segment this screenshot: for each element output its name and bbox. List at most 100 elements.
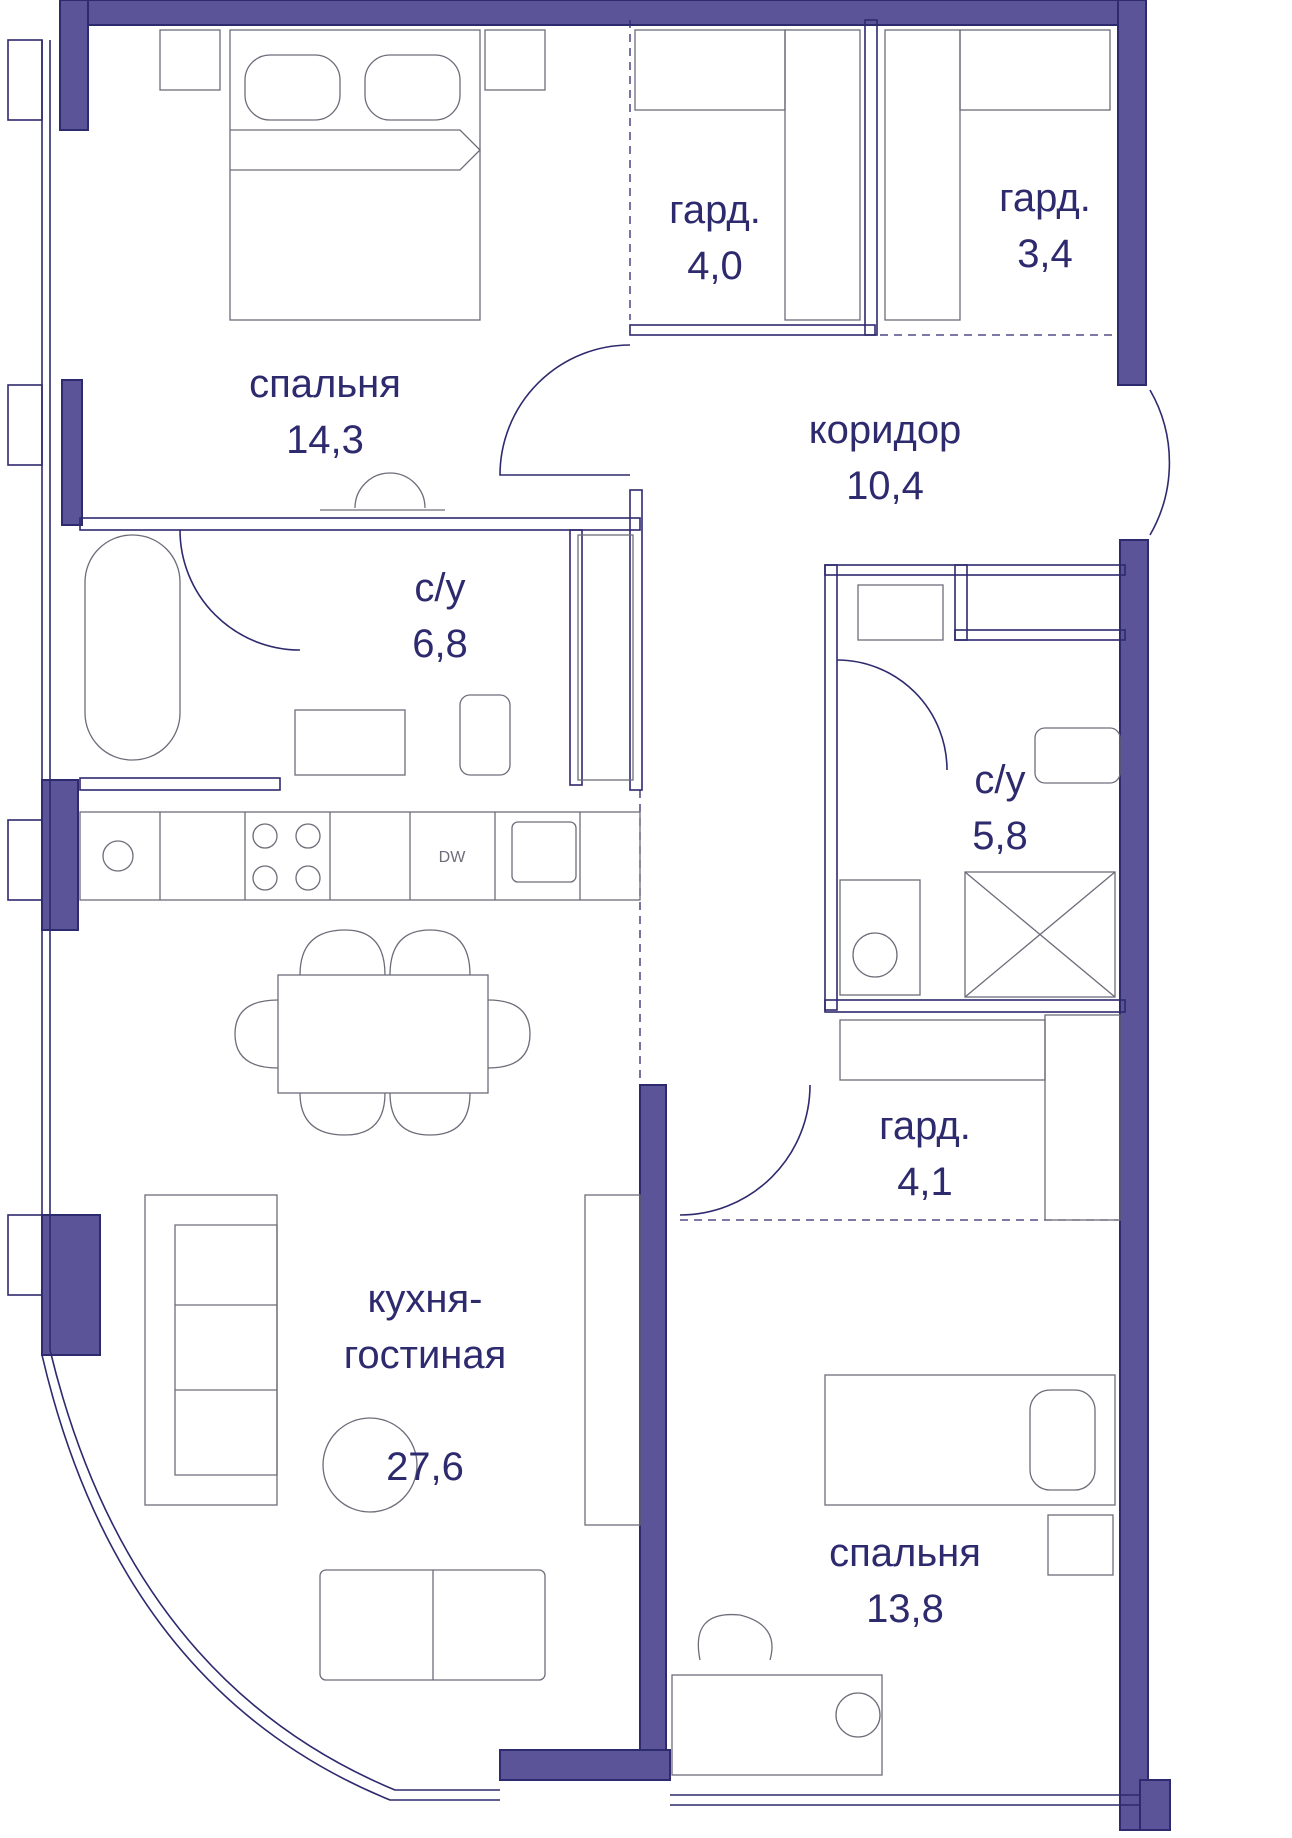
desk (671, 1674, 883, 1776)
room-name: гард. (999, 176, 1091, 220)
chair-left (234, 999, 279, 1069)
furniture: DW (79, 29, 1121, 1776)
window-bottom (670, 1794, 1140, 1806)
wall-left-mid (61, 379, 83, 526)
nightstand-right (484, 29, 546, 91)
chair-right (487, 999, 531, 1069)
partition-bath1-right (629, 489, 643, 791)
bed-blanket (230, 129, 481, 171)
room-kitchen-living: кухня- гостиная 27,6 (344, 1215, 507, 1551)
nightstand-left (159, 29, 221, 91)
shower-drain (964, 871, 1116, 998)
window-frame-1 (7, 39, 43, 121)
room-bathroom-1: с/у 6,8 (412, 560, 468, 672)
room-name: гард. (669, 188, 761, 232)
room-name: гард. (879, 1104, 971, 1148)
toilet-bath2 (1034, 727, 1121, 784)
pillow-left (244, 54, 341, 121)
room-area: 5,8 (972, 814, 1028, 858)
room-area: 13,8 (866, 1587, 944, 1631)
wall-left-kitchen (41, 779, 79, 931)
single-bed-pillow (1029, 1389, 1096, 1491)
fridge-icon (102, 840, 134, 872)
partition-wardrobe1-bottom (629, 324, 876, 336)
wall-top (59, 0, 1141, 26)
room-wardrobe-3: гард. 4,1 (879, 1098, 971, 1210)
dining-table (277, 974, 489, 1094)
wall-right-lower (1119, 539, 1149, 1831)
double-bed (229, 29, 481, 321)
tv-unit (320, 472, 445, 511)
wardrobe2-rack (884, 29, 961, 321)
partition-shaft-left (569, 529, 583, 786)
partition-bath2-left (824, 564, 838, 1011)
pillow-right (364, 54, 461, 121)
desk-chair (697, 1613, 773, 1661)
room-wardrobe-2: гард. 3,4 (999, 170, 1091, 282)
wall-bottom-center (499, 1749, 671, 1781)
room-area: 6,8 (412, 622, 468, 666)
partition-bath2-niche (954, 564, 968, 641)
bath1-shaft (577, 534, 634, 781)
room-area: 4,1 (897, 1160, 953, 1204)
room-bathroom-2: с/у 5,8 (972, 752, 1028, 864)
walls (41, 0, 1171, 1831)
room-name: с/у (974, 758, 1026, 802)
doors (179, 344, 1171, 1216)
wardrobe1-rack (784, 29, 861, 321)
kitchen-sink (511, 821, 577, 883)
room-bedroom-1: спальня 14,3 (249, 356, 401, 468)
hob-burner-2 (295, 823, 321, 849)
partition-wardrobes (864, 19, 878, 336)
wardrobe1-shelf (634, 29, 786, 111)
wall-right-top (1117, 0, 1147, 386)
room-name: кухня- гостиная (343, 1277, 507, 1377)
door-bedroom2 (679, 1084, 811, 1216)
shower (964, 871, 1116, 998)
window-frame-3 (7, 819, 43, 901)
sink-bath1 (294, 709, 406, 776)
room-name: с/у (414, 566, 466, 610)
windows (7, 39, 1140, 1806)
room-wardrobe-1: гард. 4,0 (669, 182, 761, 294)
partition-bath1-bottom (79, 777, 281, 791)
wardrobe3-shelf (839, 1019, 1046, 1081)
wall-bedroom2-left (639, 1084, 667, 1776)
single-bed (824, 1374, 1116, 1506)
window-frame-2 (7, 384, 43, 466)
wardrobe3-rack (1044, 1014, 1121, 1221)
sofa (144, 1194, 278, 1506)
window-curved (41, 1354, 500, 1801)
window-frame-4 (7, 1214, 43, 1296)
room-corridor: коридор 10,4 (809, 402, 962, 514)
partition-bath2-niche-bottom (954, 629, 1126, 641)
wall-left-top (59, 0, 89, 131)
partition-bath2-top (824, 564, 1126, 576)
hob-burner-4 (295, 865, 321, 891)
door-bedroom1 (499, 344, 631, 476)
sink-bath2 (857, 584, 944, 641)
sofa-cushions (174, 1224, 278, 1476)
room-area: 14,3 (286, 418, 364, 462)
tv-cabinet (584, 1194, 641, 1526)
hob-burner-3 (252, 865, 278, 891)
hob-burner-1 (252, 823, 278, 849)
wall-bottom-right (1139, 1779, 1171, 1831)
window-curved-inner (49, 1349, 500, 1791)
partition-bath2-bottom (824, 999, 1126, 1013)
room-bedroom-2: спальня 13,8 (829, 1525, 981, 1637)
toilet-bath1 (459, 694, 511, 776)
washing-machine (839, 879, 921, 996)
door-bathroom1 (179, 529, 301, 651)
washing-machine-drum (852, 932, 898, 978)
door-bathroom2 (836, 659, 948, 771)
kitchen-counter (79, 811, 641, 901)
room-name: спальня (829, 1531, 981, 1575)
coffee-table (322, 1417, 418, 1513)
partition-bath1-top (79, 517, 641, 531)
chairs-bottom (299, 1092, 471, 1136)
room-area: 10,4 (846, 464, 924, 508)
wardrobe2-shelf (959, 29, 1111, 111)
nightstand-bedroom2 (1047, 1514, 1114, 1576)
